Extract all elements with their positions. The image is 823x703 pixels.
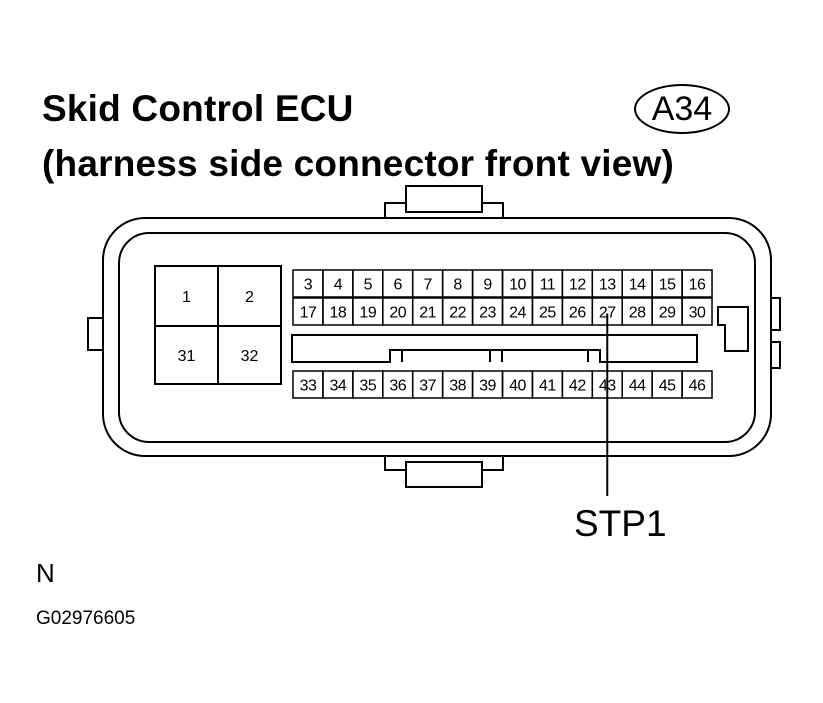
pin-label-16: 16 xyxy=(689,277,706,294)
pin-label-3: 3 xyxy=(304,277,313,294)
left-tab xyxy=(87,317,103,351)
pin-label-5: 5 xyxy=(364,277,373,294)
callout-label: STP1 xyxy=(574,503,667,544)
pin-label-4: 4 xyxy=(334,277,343,294)
connector-outer-shell xyxy=(102,217,772,457)
orientation-letter: N xyxy=(36,558,55,588)
pin-label-8: 8 xyxy=(453,277,462,294)
title-line-2: (harness side connector front view) xyxy=(42,143,675,184)
pin-cell-46 xyxy=(681,370,713,399)
pin-label-34: 34 xyxy=(329,378,346,395)
pin-label-30: 30 xyxy=(689,305,706,322)
pin-label-40: 40 xyxy=(509,378,526,395)
pin-label-21: 21 xyxy=(419,305,436,322)
pin-label-18: 18 xyxy=(329,305,346,322)
pin-label-37: 37 xyxy=(419,378,436,395)
pin-label-24: 24 xyxy=(509,305,526,322)
bottom-latch xyxy=(384,455,504,488)
pin-label-6: 6 xyxy=(394,277,403,294)
pin-label-13: 13 xyxy=(599,277,616,294)
pin-label-12: 12 xyxy=(569,277,586,294)
pin-label-32: 32 xyxy=(241,348,259,365)
separator-slots xyxy=(291,334,698,363)
pin-label-26: 26 xyxy=(569,305,586,322)
pin-label-46: 46 xyxy=(689,378,706,395)
pin-label-15: 15 xyxy=(659,277,676,294)
pin-label-35: 35 xyxy=(359,378,376,395)
pin-label-38: 38 xyxy=(449,378,466,395)
pin-label-33: 33 xyxy=(300,378,317,395)
pin-label-1: 1 xyxy=(182,289,191,306)
pin-label-10: 10 xyxy=(509,277,526,294)
pin-cell-16 xyxy=(681,269,713,298)
figure-id: G02976605 xyxy=(36,608,136,629)
connector-inner-shell xyxy=(118,232,756,443)
right-tab-lower xyxy=(770,341,781,369)
pin-label-39: 39 xyxy=(479,378,496,395)
pin-label-20: 20 xyxy=(389,305,406,322)
pin-label-7: 7 xyxy=(423,277,432,294)
pin-label-14: 14 xyxy=(629,277,646,294)
connector-code-badge: A34 xyxy=(634,84,730,134)
pin-cell-32 xyxy=(217,325,282,385)
pin-label-28: 28 xyxy=(629,305,646,322)
pin-label-25: 25 xyxy=(539,305,556,322)
pin-label-45: 45 xyxy=(659,378,676,395)
title-line-1: Skid Control ECU xyxy=(42,88,354,129)
pin-label-31: 31 xyxy=(178,348,196,365)
pin-label-44: 44 xyxy=(629,378,646,395)
pin-label-36: 36 xyxy=(389,378,406,395)
pin-label-9: 9 xyxy=(483,277,492,294)
top-latch xyxy=(384,185,504,219)
pin-label-11: 11 xyxy=(540,277,556,294)
pin-label-27: 27 xyxy=(599,305,616,322)
pin-label-42: 42 xyxy=(569,378,586,395)
pin-label-19: 19 xyxy=(359,305,376,322)
pin-label-22: 22 xyxy=(449,305,466,322)
right-tab-upper xyxy=(770,297,781,331)
pin-cell-30 xyxy=(681,297,713,326)
pin-label-29: 29 xyxy=(659,305,676,322)
pin-label-41: 41 xyxy=(539,378,556,395)
pin-label-23: 23 xyxy=(479,305,496,322)
top-latch-inner xyxy=(405,203,483,213)
pin-label-17: 17 xyxy=(300,305,317,322)
pin-label-2: 2 xyxy=(245,289,254,306)
bottom-latch-inner xyxy=(405,461,483,470)
right-key xyxy=(717,306,749,352)
